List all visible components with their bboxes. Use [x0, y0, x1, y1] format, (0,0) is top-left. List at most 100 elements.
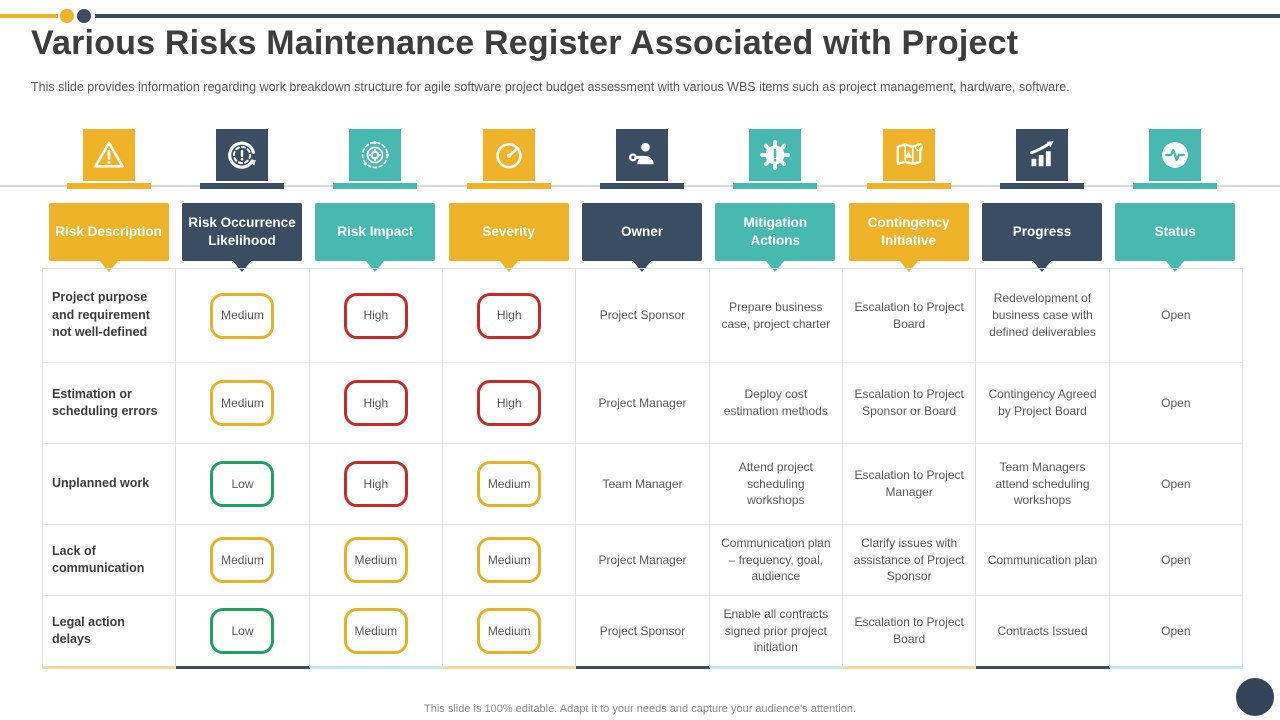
owner-key-icon [615, 129, 668, 181]
level-pill-high: High [343, 461, 408, 507]
contingency-cell: Escalation to Project Board [842, 269, 977, 363]
contingency-cell: Escalation to Project Manager [842, 444, 977, 525]
level-pill-high: High [343, 292, 408, 339]
status-cell: Open [1109, 269, 1243, 363]
status-cell: Open [1109, 596, 1243, 669]
owner-cell: Project Sponsor [576, 269, 710, 363]
navy-dot [77, 9, 91, 23]
table-header-row: Risk Description Risk Occurrence Likelih… [42, 203, 1242, 261]
level-pill-medium: Medium [477, 461, 542, 507]
pulse-circle-icon [1149, 129, 1202, 181]
level-pill-low: Low [210, 461, 275, 507]
icon-underline [1133, 183, 1218, 189]
page-title: Various Risks Maintenance Register Assoc… [31, 24, 1019, 62]
growth-chart-icon [1015, 129, 1068, 181]
gear-alert-icon [749, 129, 802, 181]
table-body: Project purpose and requirement not well… [42, 268, 1243, 669]
icon-underline [999, 183, 1084, 189]
impact-cell: High [309, 363, 443, 444]
icon-underline [866, 183, 951, 189]
table-row: Project purpose and requirement not well… [43, 269, 1243, 363]
level-pill-medium: Medium [210, 537, 275, 583]
level-pill-medium: Medium [343, 608, 408, 654]
level-pill-low: Low [210, 608, 275, 654]
icon-underline [599, 183, 684, 189]
mitigation-cell: Communication plan – frequency, goal, au… [709, 525, 843, 596]
risk-description-cell: Legal action delays [43, 596, 177, 669]
severity-cell: High [442, 269, 577, 363]
risk-description-cell: Project purpose and requirement not well… [43, 269, 177, 363]
level-pill-high: High [477, 380, 542, 426]
severity-cell: High [442, 363, 577, 444]
impact-cell: Medium [309, 525, 443, 596]
risk-description-cell: Estimation or scheduling errors [43, 363, 177, 444]
likelihood-cell: Medium [176, 269, 310, 363]
icon-strip [42, 129, 1242, 189]
owner-cell: Project Manager [576, 525, 710, 596]
column-header-severity: Severity [448, 203, 569, 261]
warning-triangle-icon [82, 129, 135, 181]
icon-underline [199, 183, 284, 189]
likelihood-cell: Medium [176, 363, 310, 444]
risk-description-cell: Unplanned work [43, 444, 177, 525]
severity-cell: Medium [442, 596, 577, 669]
icon-underline [466, 183, 551, 189]
progress-cell: Team Managers attend scheduling workshop… [976, 444, 1110, 525]
top-decoration-bar [0, 8, 1280, 24]
level-pill-medium: Medium [343, 537, 408, 583]
map-alert-icon [882, 129, 935, 181]
owner-cell: Team Manager [576, 444, 710, 525]
level-pill-medium: Medium [210, 292, 275, 339]
gear-orbit-icon [349, 129, 402, 181]
mitigation-cell: Deploy cost estimation methods [709, 363, 843, 444]
contingency-cell: Escalation to Project Board [842, 596, 977, 669]
icon-underline [333, 183, 418, 189]
column-header-progress: Progress [981, 203, 1102, 261]
level-pill-medium: Medium [210, 380, 275, 426]
column-header-status: Status [1115, 203, 1236, 261]
likelihood-cell: Low [176, 596, 310, 669]
status-cell: Open [1109, 363, 1243, 444]
contingency-cell: Clarify issues with assistance of Projec… [842, 525, 977, 596]
column-header-owner: Owner [581, 203, 702, 261]
progress-cell: Contracts Issued [976, 596, 1110, 669]
level-pill-high: High [477, 292, 542, 339]
severity-cell: Medium [442, 444, 577, 525]
status-cell: Open [1109, 444, 1243, 525]
owner-cell: Project Manager [576, 363, 710, 444]
yellow-line [0, 14, 58, 18]
likelihood-cell: Low [176, 444, 310, 525]
impact-cell: High [309, 269, 443, 363]
mitigation-cell: Attend project scheduling workshops [709, 444, 843, 525]
level-pill-medium: Medium [477, 608, 542, 654]
level-pill-high: High [343, 380, 408, 426]
owner-cell: Project Sponsor [576, 596, 710, 669]
table-row: Estimation or scheduling errors Medium Hig… [43, 363, 1243, 444]
yellow-dot [60, 9, 74, 23]
severity-cell: Medium [442, 525, 577, 596]
risk-description-cell: Lack of communication [43, 525, 177, 596]
likelihood-cell: Medium [176, 525, 310, 596]
progress-cell: Contingency Agreed by Project Board [976, 363, 1110, 444]
column-header-mitigation-actions: Mitigation Actions [715, 203, 836, 261]
corner-dot [1236, 678, 1274, 716]
page-subtitle: This slide provides information regardin… [31, 80, 1070, 94]
level-pill-medium: Medium [477, 537, 542, 583]
impact-cell: High [309, 444, 443, 525]
icon-underline [733, 183, 818, 189]
contingency-cell: Escalation to Project Sponsor or Board [842, 363, 977, 444]
column-header-risk-impact: Risk Impact [315, 203, 436, 261]
mitigation-cell: Enable all contracts signed prior projec… [709, 596, 843, 669]
table-row: Legal action delays Low Medium Medium Projec… [43, 596, 1243, 669]
impact-cell: Medium [309, 596, 443, 669]
progress-cell: Redevelopment of business case with defi… [976, 269, 1110, 363]
status-cell: Open [1109, 525, 1243, 596]
recurrence-alert-icon [215, 129, 268, 181]
mitigation-cell: Prepare business case, project charter [709, 269, 843, 363]
icon-underline [66, 183, 151, 189]
column-header-risk-occurrence-likelihood: Risk Occurrence Likelihood [181, 203, 302, 261]
column-header-risk-description: Risk Description [48, 203, 169, 261]
table-row: Lack of communication Medium Medium Medium P… [43, 525, 1243, 596]
footer-note: This slide is 100% editable. Adapt it to… [424, 703, 856, 715]
